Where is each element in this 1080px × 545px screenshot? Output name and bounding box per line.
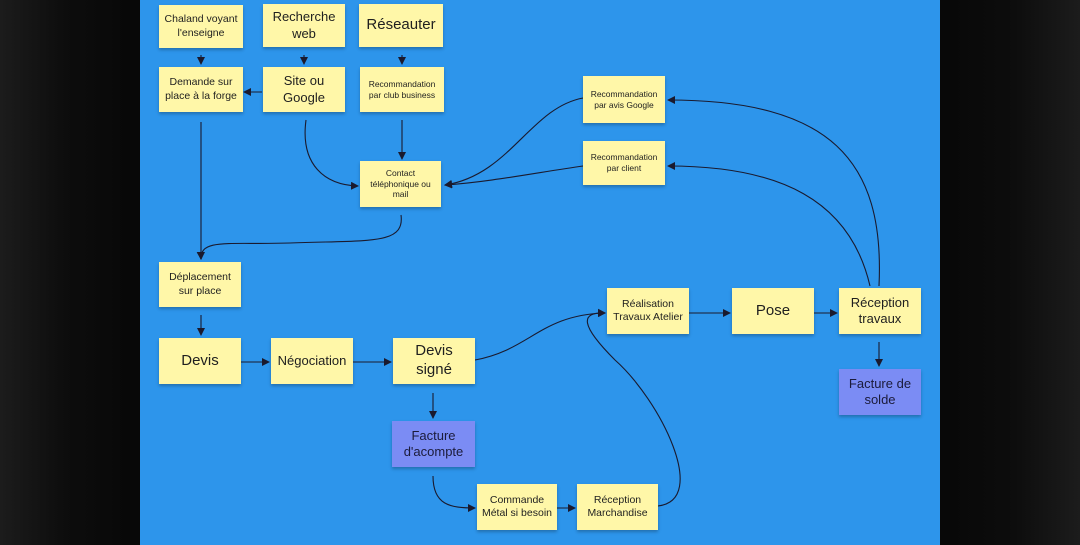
sticky-realisation-travaux[interactable]: Réalisation Travaux Atelier [607, 288, 689, 334]
sticky-reception-travaux[interactable]: Réception travaux [839, 288, 921, 334]
edge-reco-avis-to-contact [444, 97, 584, 188]
sticky-demande-sur-place[interactable]: Demande sur place à la forge [159, 67, 243, 112]
whiteboard-canvas[interactable]: Chaland voyant l'enseigne Recherche web … [140, 0, 940, 545]
sticky-devis[interactable]: Devis [159, 338, 241, 384]
sticky-reco-avis-google[interactable]: Recommandation par avis Google [583, 76, 665, 123]
edge-reception-marchandise-to-realisation [586, 308, 681, 507]
sticky-reception-marchandise[interactable]: Réception Marchandise [577, 484, 658, 530]
sticky-contact-telephonique[interactable]: Contact téléphonique ou mail [360, 161, 441, 207]
sticky-deplacement-sur-place[interactable]: Déplacement sur place [159, 262, 241, 307]
sticky-reco-club-business[interactable]: Recommandation par club business [360, 67, 444, 112]
sticky-reco-client[interactable]: Recommandation par client [583, 141, 665, 185]
edge-contact-to-deplacement [196, 214, 402, 260]
edge-facture-acompte-to-commande [432, 475, 476, 512]
sticky-negociation[interactable]: Négociation [271, 338, 353, 384]
sticky-commande-metal[interactable]: Commande Métal si besoin [477, 484, 557, 530]
sticky-site-ou-google[interactable]: Site ou Google [263, 67, 345, 112]
edge-reception-to-reco-client [667, 162, 871, 287]
sticky-recherche-web[interactable]: Recherche web [263, 4, 345, 47]
sticky-facture-de-solde[interactable]: Facture de solde [839, 369, 921, 415]
edge-reco-client-to-contact [444, 165, 584, 189]
sticky-pose[interactable]: Pose [732, 288, 814, 334]
edge-reception-to-reco-avis [667, 96, 880, 287]
edge-devis-signe-to-realisation [474, 309, 606, 361]
sticky-devis-signe[interactable]: Devis signé [393, 338, 475, 384]
connectors-layer [196, 55, 883, 512]
sticky-chaland-voyant[interactable]: Chaland voyant l'enseigne [159, 5, 243, 48]
edge-site-to-contact [304, 119, 359, 190]
sticky-facture-acompte[interactable]: Facture d'acompte [392, 421, 475, 467]
sticky-reseauter[interactable]: Réseauter [359, 4, 443, 47]
